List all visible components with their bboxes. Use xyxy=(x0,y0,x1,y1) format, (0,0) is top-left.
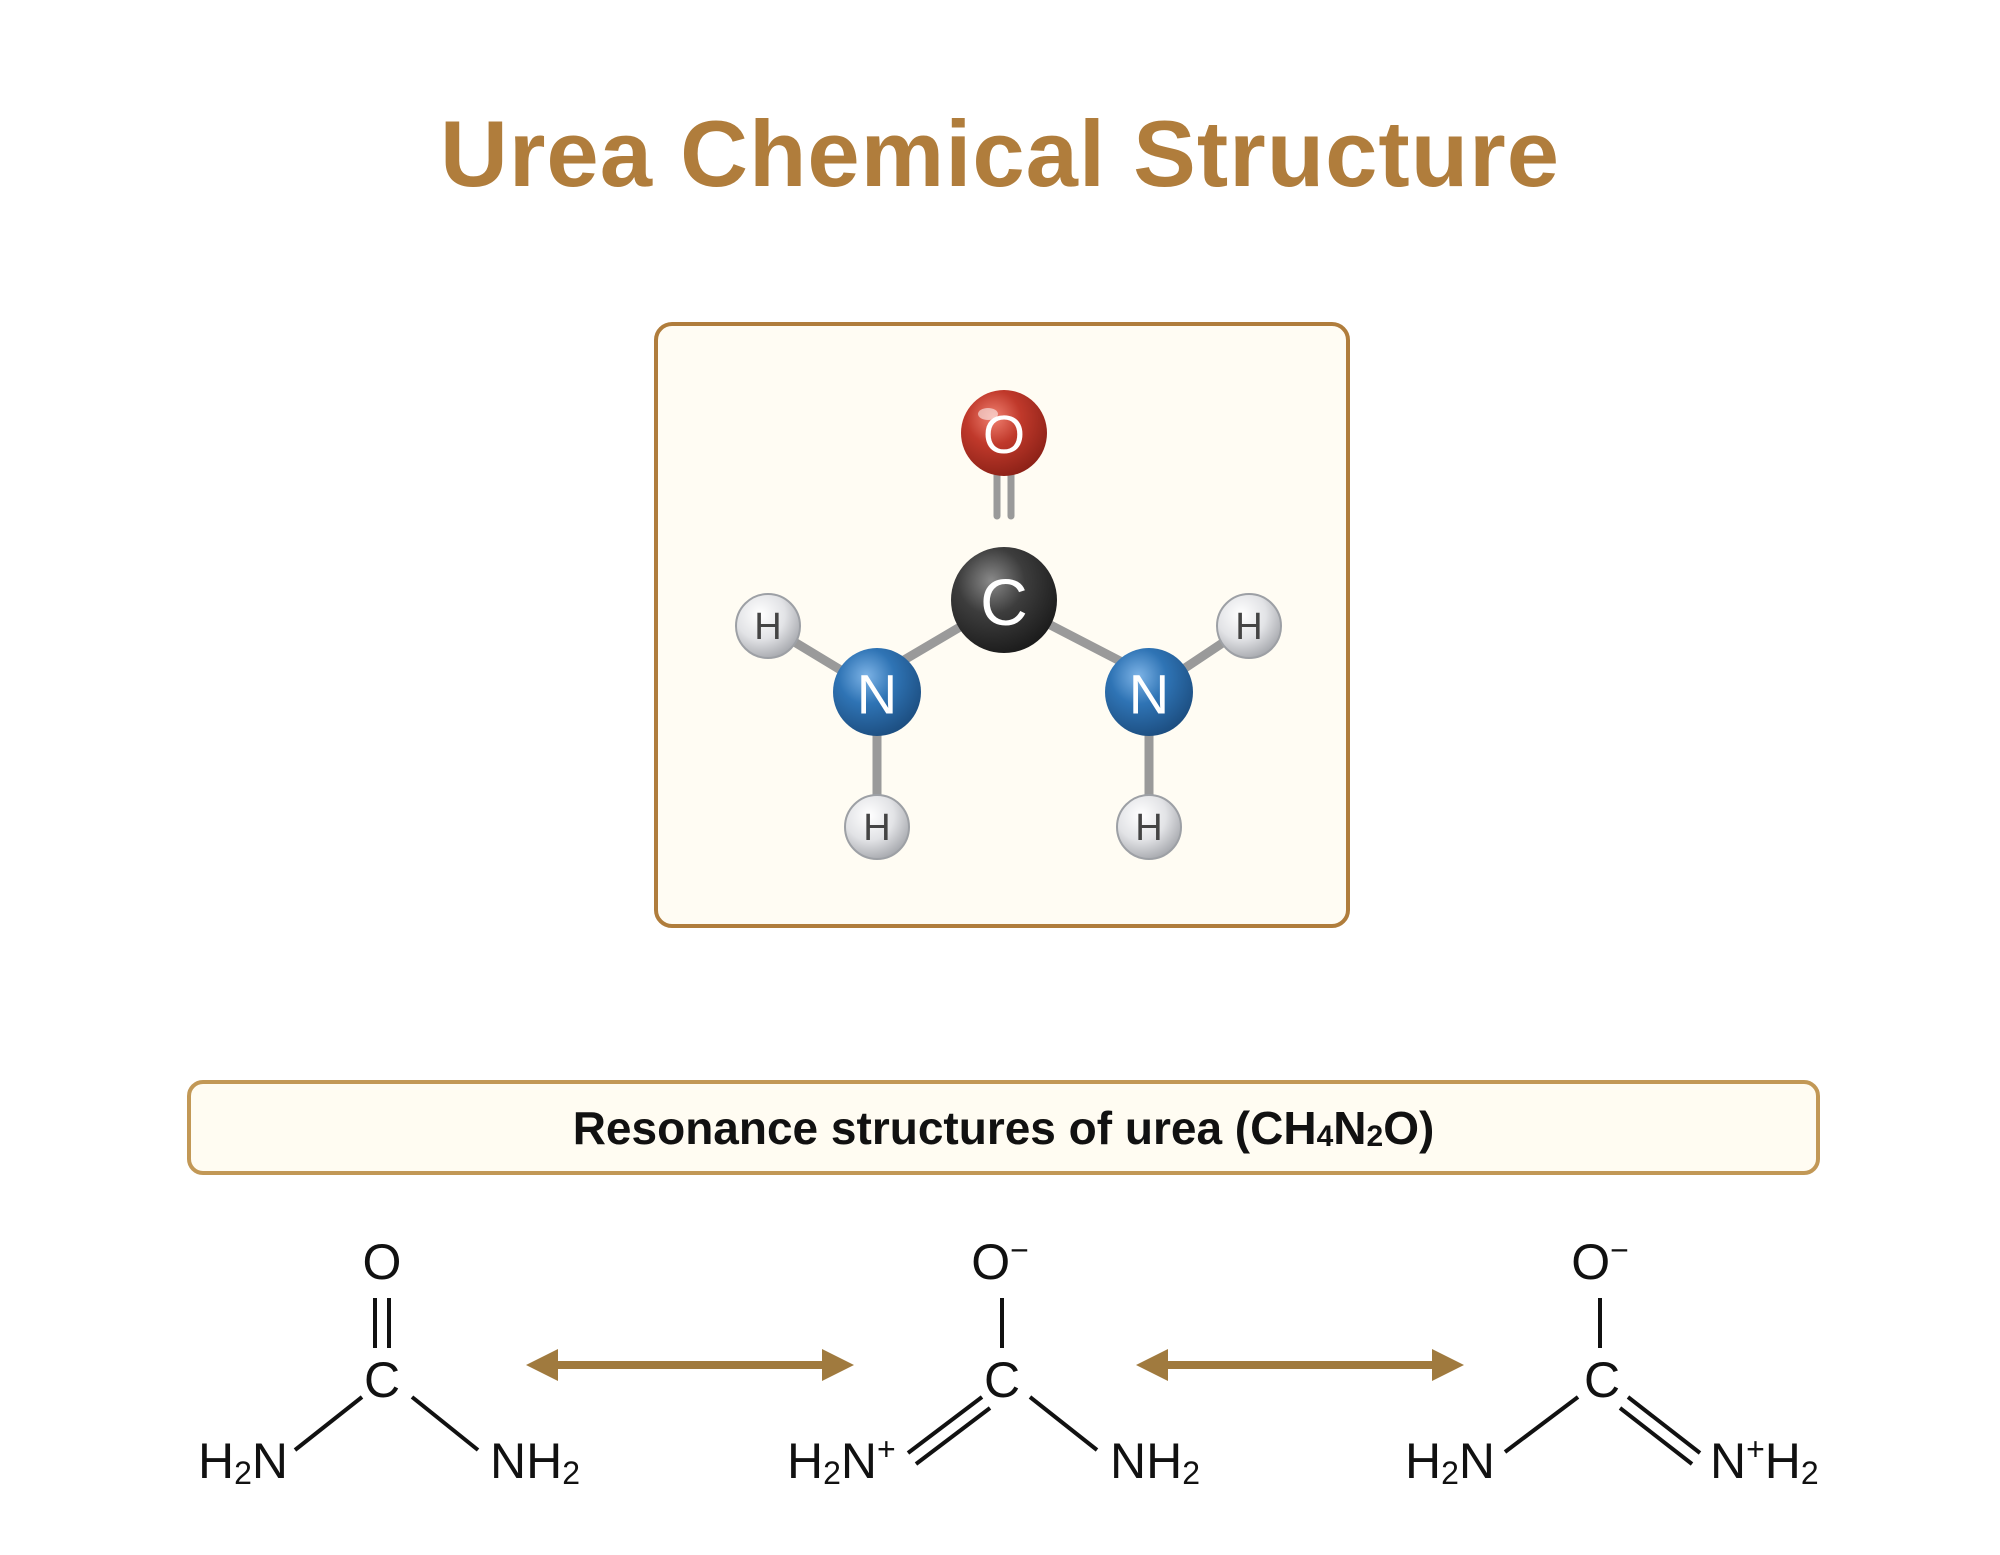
resonance-structure-3: O− C H2N N+H2 xyxy=(1405,1232,1819,1491)
s2-bond-right xyxy=(1028,1395,1099,1452)
atom-oxygen: O xyxy=(961,390,1047,476)
s3-right-group: N+H2 xyxy=(1710,1431,1819,1491)
s1-carbon: C xyxy=(364,1352,400,1408)
page-title: Urea Chemical Structure xyxy=(439,101,1561,206)
svg-text:N: N xyxy=(1129,663,1169,726)
svg-text:H: H xyxy=(754,606,781,648)
resonance-structure-2: O− C H2N+ NH2 xyxy=(787,1232,1200,1491)
s3-bond-left xyxy=(1503,1395,1580,1454)
atom-hydrogen-right-upper: H xyxy=(1216,593,1282,659)
s3-left-group: H2N xyxy=(1405,1433,1495,1491)
resonance-banner: Resonance structures of urea (CH4N2O) xyxy=(187,1080,1820,1175)
s2-double-bond-left-a xyxy=(906,1395,984,1455)
s1-bond-right xyxy=(410,1395,480,1452)
s3-double-bond-right-a xyxy=(1626,1395,1702,1455)
svg-text:C: C xyxy=(980,565,1028,639)
s2-carbon: C xyxy=(984,1352,1020,1408)
molecule-model: H H H H N N C xyxy=(735,390,1282,860)
atom-carbon: C xyxy=(951,547,1057,653)
s3-double-bond-right-b xyxy=(1618,1406,1694,1466)
svg-text:H: H xyxy=(1135,807,1162,849)
atom-nitrogen-right: N xyxy=(1105,648,1193,736)
molecule-model-panel: H H H H N N C xyxy=(654,322,1350,928)
s1-right-group: NH2 xyxy=(490,1433,580,1491)
s2-right-group: NH2 xyxy=(1110,1433,1200,1491)
s2-left-group: H2N+ xyxy=(787,1431,896,1491)
s2-oxygen: O− xyxy=(971,1232,1029,1290)
s1-bond-left xyxy=(293,1395,364,1452)
atom-hydrogen-right-lower: H xyxy=(1116,794,1182,860)
s3-carbon: C xyxy=(1584,1352,1620,1408)
resonance-structures: O C H2N NH2 O− C H2N+ NH2 O− C H2N N+H2 xyxy=(198,1232,1819,1491)
s1-left-group: H2N xyxy=(198,1433,288,1491)
svg-text:H: H xyxy=(1235,606,1262,648)
atom-nitrogen-left: N xyxy=(833,648,921,736)
s3-oxygen: O− xyxy=(1571,1232,1629,1290)
s1-oxygen: O xyxy=(363,1234,402,1290)
resonance-structure-1: O C H2N NH2 xyxy=(198,1234,580,1491)
s2-double-bond-left-b xyxy=(914,1406,992,1466)
svg-text:O: O xyxy=(983,405,1025,465)
svg-text:N: N xyxy=(857,663,897,726)
atom-hydrogen-left-lower: H xyxy=(844,794,910,860)
svg-text:H: H xyxy=(863,807,890,849)
banner-title: Resonance structures of urea (CH4N2O) xyxy=(572,1101,1435,1154)
atom-hydrogen-left-upper: H xyxy=(735,593,801,659)
